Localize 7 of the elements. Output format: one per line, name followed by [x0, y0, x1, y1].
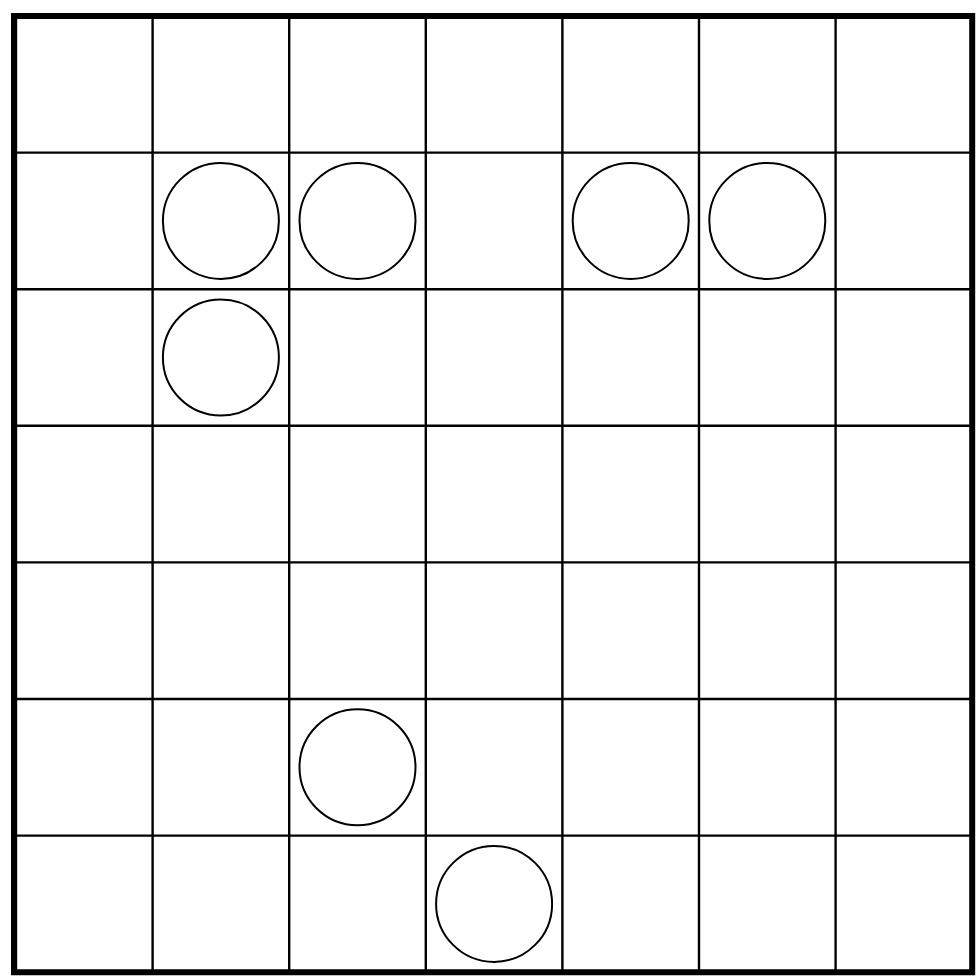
circle: [708, 161, 827, 280]
circle: [161, 161, 280, 280]
circle: [298, 708, 417, 827]
circle: [435, 844, 554, 963]
circle: [161, 298, 280, 417]
circle: [571, 161, 690, 280]
circle: [298, 161, 417, 280]
